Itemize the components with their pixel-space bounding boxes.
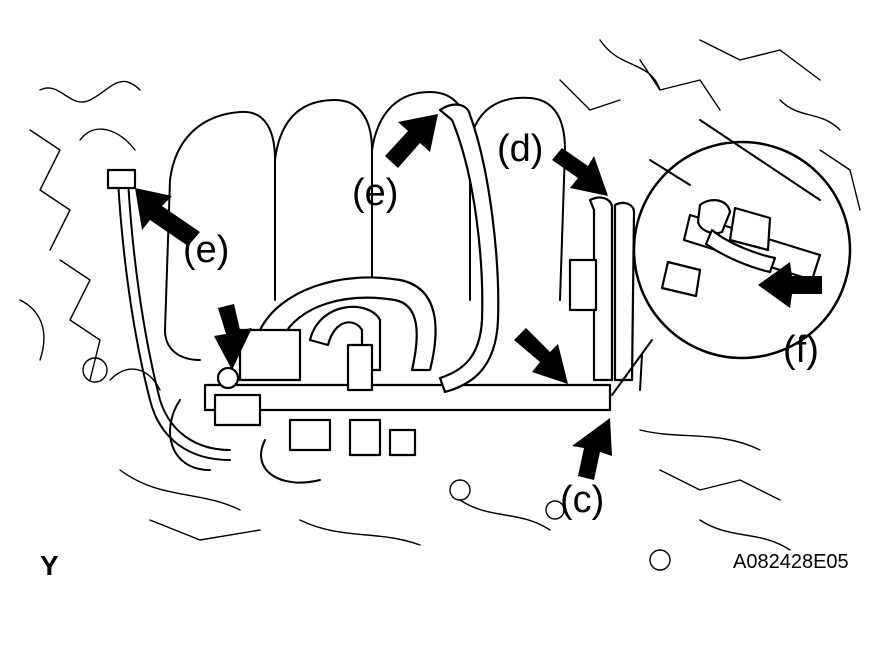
engine-background-linework [19, 39, 861, 571]
arrow-rail-right [514, 328, 568, 384]
arrow-d [552, 148, 608, 196]
vacuum-hoses [238, 276, 437, 392]
arrow-c [572, 418, 612, 480]
hose-e-left [106, 168, 231, 461]
view-mark: Y [40, 550, 59, 581]
callout-arrows [135, 114, 822, 480]
arrow-f [758, 262, 822, 308]
label-d: (d) [497, 128, 543, 170]
callout-labels: (e) (e) (d) (c) (f) [183, 128, 819, 521]
label-e-left: (e) [183, 229, 229, 271]
label-e-center: (e) [352, 172, 398, 214]
label-c: (c) [560, 479, 604, 521]
detail-magnifier-f [611, 119, 852, 396]
arrow-e-center [385, 114, 438, 168]
hose-d-pair [568, 196, 636, 382]
label-f: (f) [783, 329, 819, 371]
hose-e-center [438, 103, 500, 394]
fuel-delivery-pipe [169, 366, 612, 484]
figure-code: A082428E05 [733, 551, 849, 573]
arrow-e-left [135, 188, 200, 246]
arrow-rail-left [214, 304, 252, 370]
